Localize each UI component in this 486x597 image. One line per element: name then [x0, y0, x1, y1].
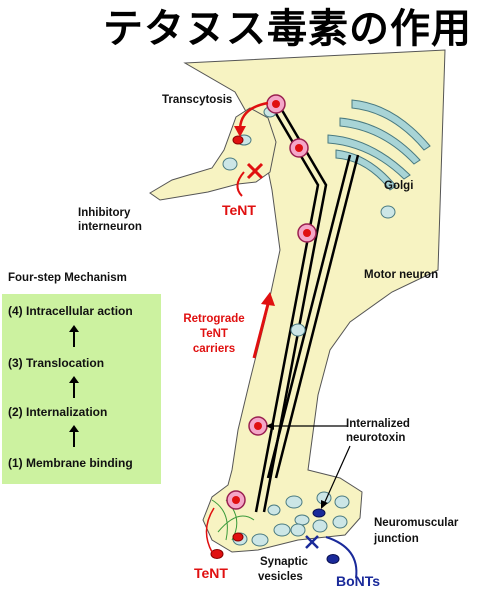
mechanism-step-4: (4) Intracellular action [8, 304, 133, 318]
inhibitory-interneuron [149, 107, 277, 201]
mechanism-panel: (4) Intracellular action (3) Translocati… [2, 294, 161, 484]
label-synaptic-line-1: Synaptic [260, 556, 308, 568]
label-synaptic-line-2: vesicles [258, 571, 303, 583]
transcytosis-arrowhead [234, 126, 246, 137]
tent-interneuron-arrow [236, 171, 245, 197]
internalized-pointer-2-head [321, 500, 328, 509]
block-x-bonts [305, 535, 319, 549]
bonts-arrow [325, 536, 358, 579]
organelles [222, 106, 396, 547]
label-tent-bottom: TeNT [194, 565, 228, 581]
mechanism-arrow-3-to-4 [69, 325, 79, 347]
internalized-pointer-1-head [266, 422, 274, 430]
mechanism-arrow-2-to-3 [69, 376, 79, 398]
mechanism-step-1: (1) Membrane binding [8, 456, 133, 470]
label-motor-neuron: Motor neuron [364, 269, 439, 281]
page-title: テタヌス毒素の作用 [103, 6, 472, 52]
retrograde-arrow [252, 303, 270, 359]
internalized-pointer-2 [323, 445, 351, 505]
label-inhibitory-line-2: interneuron [78, 221, 142, 233]
tent-toxin-particles [210, 135, 244, 559]
tent-carriers [226, 94, 317, 510]
label-internalized-line-2: neurotoxin [346, 432, 406, 444]
label-transcytosis: Transcytosis [162, 94, 233, 106]
label-internalized-line-1: Internalized [346, 418, 410, 430]
retrograde-arrowhead [261, 292, 275, 306]
label-nmj-line-1: Neuromuscular [374, 517, 459, 529]
block-x-interneuron [246, 162, 264, 180]
microtubule-tracks [254, 99, 360, 513]
mechanism-step-3: (3) Translocation [8, 356, 105, 370]
mechanism-step-2: (2) Internalization [8, 405, 108, 419]
label-inhibitory-line-1: Inhibitory [78, 207, 131, 219]
tent-bottom-arrow [205, 507, 215, 553]
label-golgi: Golgi [384, 180, 414, 192]
label-retrograde-line-1: Retrograde [183, 313, 245, 325]
mechanism-title: Four-step Mechanism [8, 272, 127, 284]
mechanism-arrow-1-to-2 [69, 425, 79, 447]
label-retrograde-line-3: carriers [192, 343, 236, 355]
label-tent-top: TeNT [222, 202, 256, 218]
label-nmj-line-2: junction [374, 533, 419, 545]
bont-particles [312, 508, 340, 564]
label-bonts: BoNTs [336, 573, 381, 589]
label-retrograde-line-2: TeNT [200, 328, 228, 340]
